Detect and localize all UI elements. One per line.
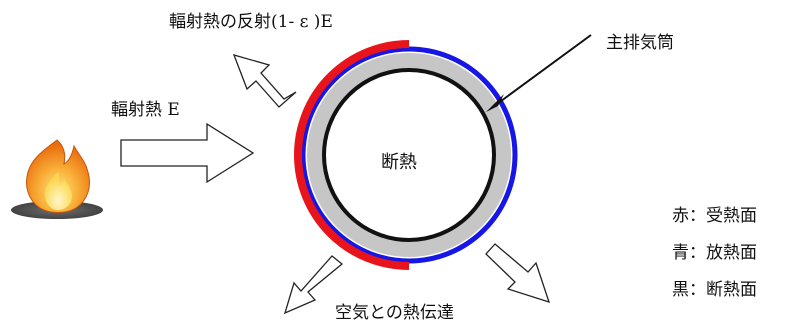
exhaust-pipe-cross-section [294,40,518,270]
main-exhaust-pipe-label: 主排気筒 [606,33,674,53]
incident-radiation-label: 輻射熱 E [111,100,180,120]
air-heat-transfer-label: 空気との熱伝達 [335,303,454,323]
legend-red: 赤：受熱面 [672,206,757,226]
legend-blue: 青：放熱面 [672,243,757,263]
heat-receiving-surface [294,40,410,270]
pointer-arrowhead [486,94,504,112]
incident-radiation-arrow [120,122,255,184]
air-transfer-arrow-left [283,255,344,315]
pointer-line [496,34,592,105]
reflected-radiation-label: 輻射熱の反射(1- ε )E [169,12,333,32]
fire-icon [11,139,103,219]
legend: 赤：受熱面 青：放熱面 黒：断熱面 [672,206,757,300]
exhaust-pipe-pointer [486,34,592,112]
flame-inner [44,172,72,210]
insulation-label: 断熱 [381,152,417,173]
legend-black: 黒：断熱面 [672,280,757,300]
air-transfer-arrow-right [485,243,551,304]
insulated-surface [322,68,496,242]
reflected-radiation-arrow [232,54,297,108]
heat-radiating-surface [300,46,518,264]
